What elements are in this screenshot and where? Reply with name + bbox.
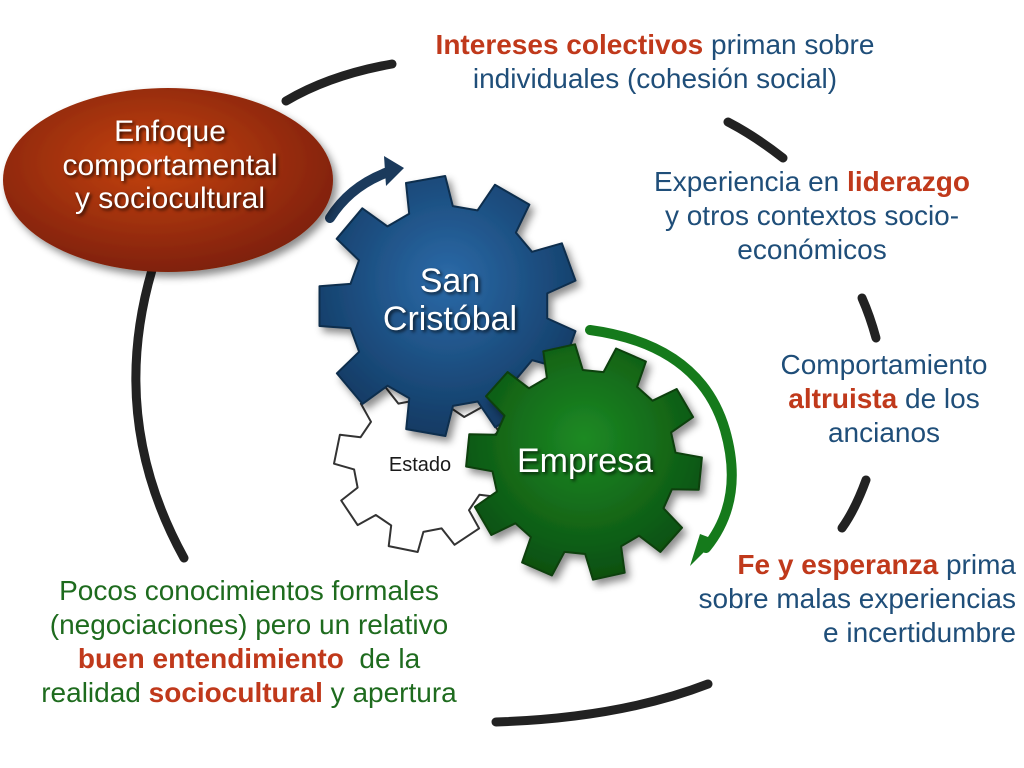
pocos-line-1: Pocos conocimientos formales <box>59 575 439 606</box>
intereses-emphasis: Intereses colectivos <box>435 29 704 60</box>
altruista-emphasis: altruista <box>788 383 898 415</box>
fe-line-2: sobre malas experiencias <box>698 583 1017 615</box>
ring-segment-right-2 <box>837 475 871 533</box>
pocos-rest-3: de la <box>343 643 421 675</box>
altruista-line-3: ancianos <box>827 417 941 449</box>
gear-empresa-label: Empresa <box>516 442 654 480</box>
enfoque-line-1: Enfoque <box>114 115 226 148</box>
fe-emphasis: Fe y esperanza <box>737 549 939 580</box>
pocos-emphasis-1: buen entendimiento <box>77 643 344 675</box>
ring-segment-right-1 <box>857 293 881 343</box>
pocos-pre-4: realidad <box>41 677 149 709</box>
gear-empresa-icon <box>465 343 703 581</box>
intereses-rest: priman sobre <box>703 29 875 60</box>
ring-segment-top-right <box>723 117 788 163</box>
curved-arrow-green <box>585 325 737 553</box>
altruista-line-1: Comportamiento <box>780 349 988 380</box>
intereses-line-2: individuales (cohesión social) <box>472 63 838 95</box>
enfoque-label: Enfoque comportamental y sociocultural <box>20 115 320 216</box>
curved-arrow-blue <box>325 167 393 223</box>
fe-line-3: e incertidumbre <box>823 617 1016 649</box>
statement-liderazgo: Experiencia en liderazgo y otros context… <box>622 165 1002 267</box>
pocos-emphasis-2: sociocultural <box>148 677 323 709</box>
pocos-line-2: (negociaciones) pero un relativo <box>49 609 449 641</box>
pocos-rest-4: y apertura <box>322 677 457 709</box>
enfoque-line-3: y sociocultural <box>74 182 266 216</box>
altruista-rest: de los <box>897 383 980 415</box>
ring-segment-bottom <box>491 679 713 727</box>
liderazgo-emphasis: liderazgo <box>847 166 970 197</box>
statement-fe: Fe y esperanza prima sobre malas experie… <box>648 548 1017 650</box>
arrowhead-green <box>690 534 716 566</box>
arrowhead-blue <box>384 156 404 186</box>
ring <box>131 59 881 727</box>
gear-estado-label: Estado <box>388 454 452 476</box>
enfoque-line-2: comportamental <box>62 148 278 182</box>
ring-segment-left <box>131 265 189 563</box>
san-line-2: Cristóbal <box>382 300 518 339</box>
fe-rest: prima <box>938 549 1016 580</box>
gear-emp-shape <box>465 343 703 581</box>
ring-segment-top <box>281 59 397 106</box>
enfoque-ellipse <box>3 88 333 272</box>
gear-san-cristobal-label: San Cristóbal <box>350 262 550 338</box>
statement-pocos: Pocos conocimientos formales (negociacio… <box>10 574 488 711</box>
san-line-1: San <box>419 262 481 300</box>
statement-intereses: Intereses colectivos priman sobre indivi… <box>400 28 910 96</box>
liderazgo-line-2: y otros contextos socio- <box>664 200 960 232</box>
statement-altruista: Comportamiento altruista de los ancianos <box>760 348 1008 450</box>
liderazgo-line-3: económicos <box>737 234 887 266</box>
liderazgo-pre: Experiencia en <box>654 166 848 197</box>
